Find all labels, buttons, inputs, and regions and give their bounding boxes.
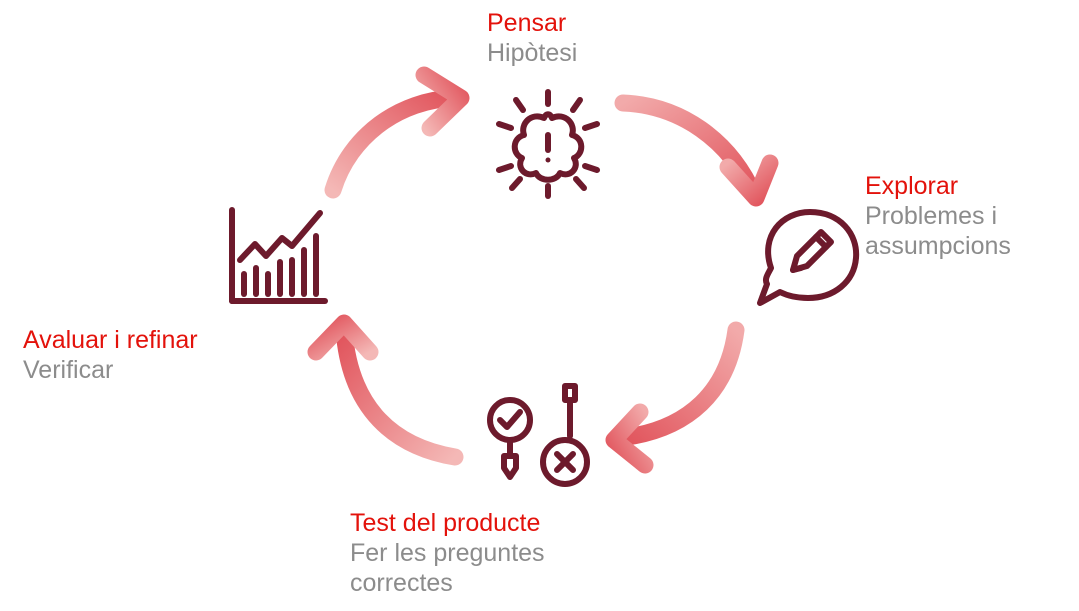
step-subtitle: Hipòtesi [487,39,578,67]
step-subtitle-line2: correctes [350,569,453,597]
step-title: Avaluar i refinar [23,326,198,354]
arrow-to-explorar [614,94,779,207]
arrow-to-pensar [324,66,470,199]
growth-chart-icon [229,207,328,304]
arrow-to-test [605,321,745,474]
step-subtitle-line1: Problemes i [865,202,997,230]
test-check-cross-icon [487,383,590,487]
step-title: Test del producte [350,509,541,537]
arrow-to-avaluar [307,314,464,466]
step-pensar-label: Pensar Hipòtesi [487,8,577,68]
step-subtitle-line1: Fer les preguntes [350,539,545,567]
step-title: Explorar [865,172,959,200]
speech-pencil-icon [757,209,860,306]
step-subtitle-line2: assumpcions [865,232,1011,260]
step-test-label: Test del producte Fer les preguntes corr… [350,508,545,598]
brain-idea-icon [496,89,600,199]
step-title: Pensar [487,9,567,37]
step-avaluar-label: Avaluar i refinar Verificar [23,325,198,385]
step-subtitle: Verificar [23,356,114,384]
step-explorar-label: Explorar Problemes i assumpcions [865,171,1011,261]
